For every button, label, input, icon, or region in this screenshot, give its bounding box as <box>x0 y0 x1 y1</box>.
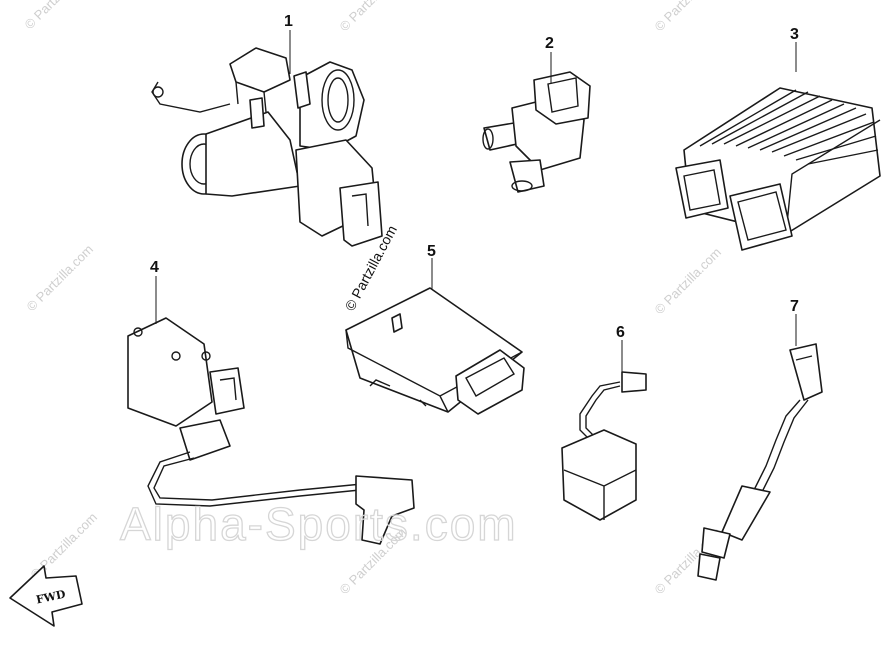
leader-lines <box>155 30 797 374</box>
callout-numbers: 1 2 3 4 5 6 7 <box>150 13 799 341</box>
callout-5: 5 <box>427 243 436 260</box>
fwd-arrow: FWD <box>9 565 83 627</box>
fwd-arrow-icon <box>9 565 83 627</box>
watermark-text: © Partzilla.com <box>24 242 97 315</box>
watermark-text: © Partzilla.com <box>22 0 95 32</box>
callout-4: 4 <box>150 259 159 276</box>
coil-6-body <box>561 429 637 521</box>
valve-outlet-pipe <box>509 159 545 193</box>
callout-3: 3 <box>790 26 799 43</box>
watermark-text: © Partzilla.com <box>652 245 725 318</box>
callout-6: 6 <box>616 324 625 341</box>
sensor-4-pickup <box>355 475 415 545</box>
regulator-connector-left <box>675 159 729 219</box>
throttle-bracket <box>151 81 231 113</box>
fwd-label: FWD <box>35 588 67 607</box>
part-5-ecu <box>345 287 525 415</box>
sensor-4-connector <box>209 367 245 415</box>
throttle-connector <box>339 181 383 247</box>
sensor-4-cable <box>147 451 361 507</box>
part-4-sensor-cable <box>127 317 415 545</box>
callout-1: 1 <box>284 13 293 30</box>
ecu-connector <box>455 349 525 415</box>
watermark-large: Alpha-Sports.com <box>120 498 518 550</box>
o2-connector <box>789 343 823 401</box>
o2-tip <box>697 553 721 581</box>
watermark-text: © Partzilla.com <box>337 0 410 34</box>
callout-2: 2 <box>545 35 554 52</box>
sensor-4-body <box>127 317 213 427</box>
part-3-regulator <box>675 87 881 251</box>
o2-wire <box>753 399 801 491</box>
part-6-ignition-coil <box>561 371 647 521</box>
coil-6-plug <box>621 371 647 393</box>
callout-7: 7 <box>790 298 799 315</box>
part-1-throttle-body <box>151 47 383 247</box>
o2-body <box>721 485 771 541</box>
part-2-valve-sensor <box>482 71 591 193</box>
sensor-4-boot <box>179 419 231 461</box>
watermark-text: © Partzilla.com <box>652 0 725 34</box>
throttle-top-sensor <box>229 47 291 93</box>
part-7-oxygen-sensor <box>697 343 823 581</box>
